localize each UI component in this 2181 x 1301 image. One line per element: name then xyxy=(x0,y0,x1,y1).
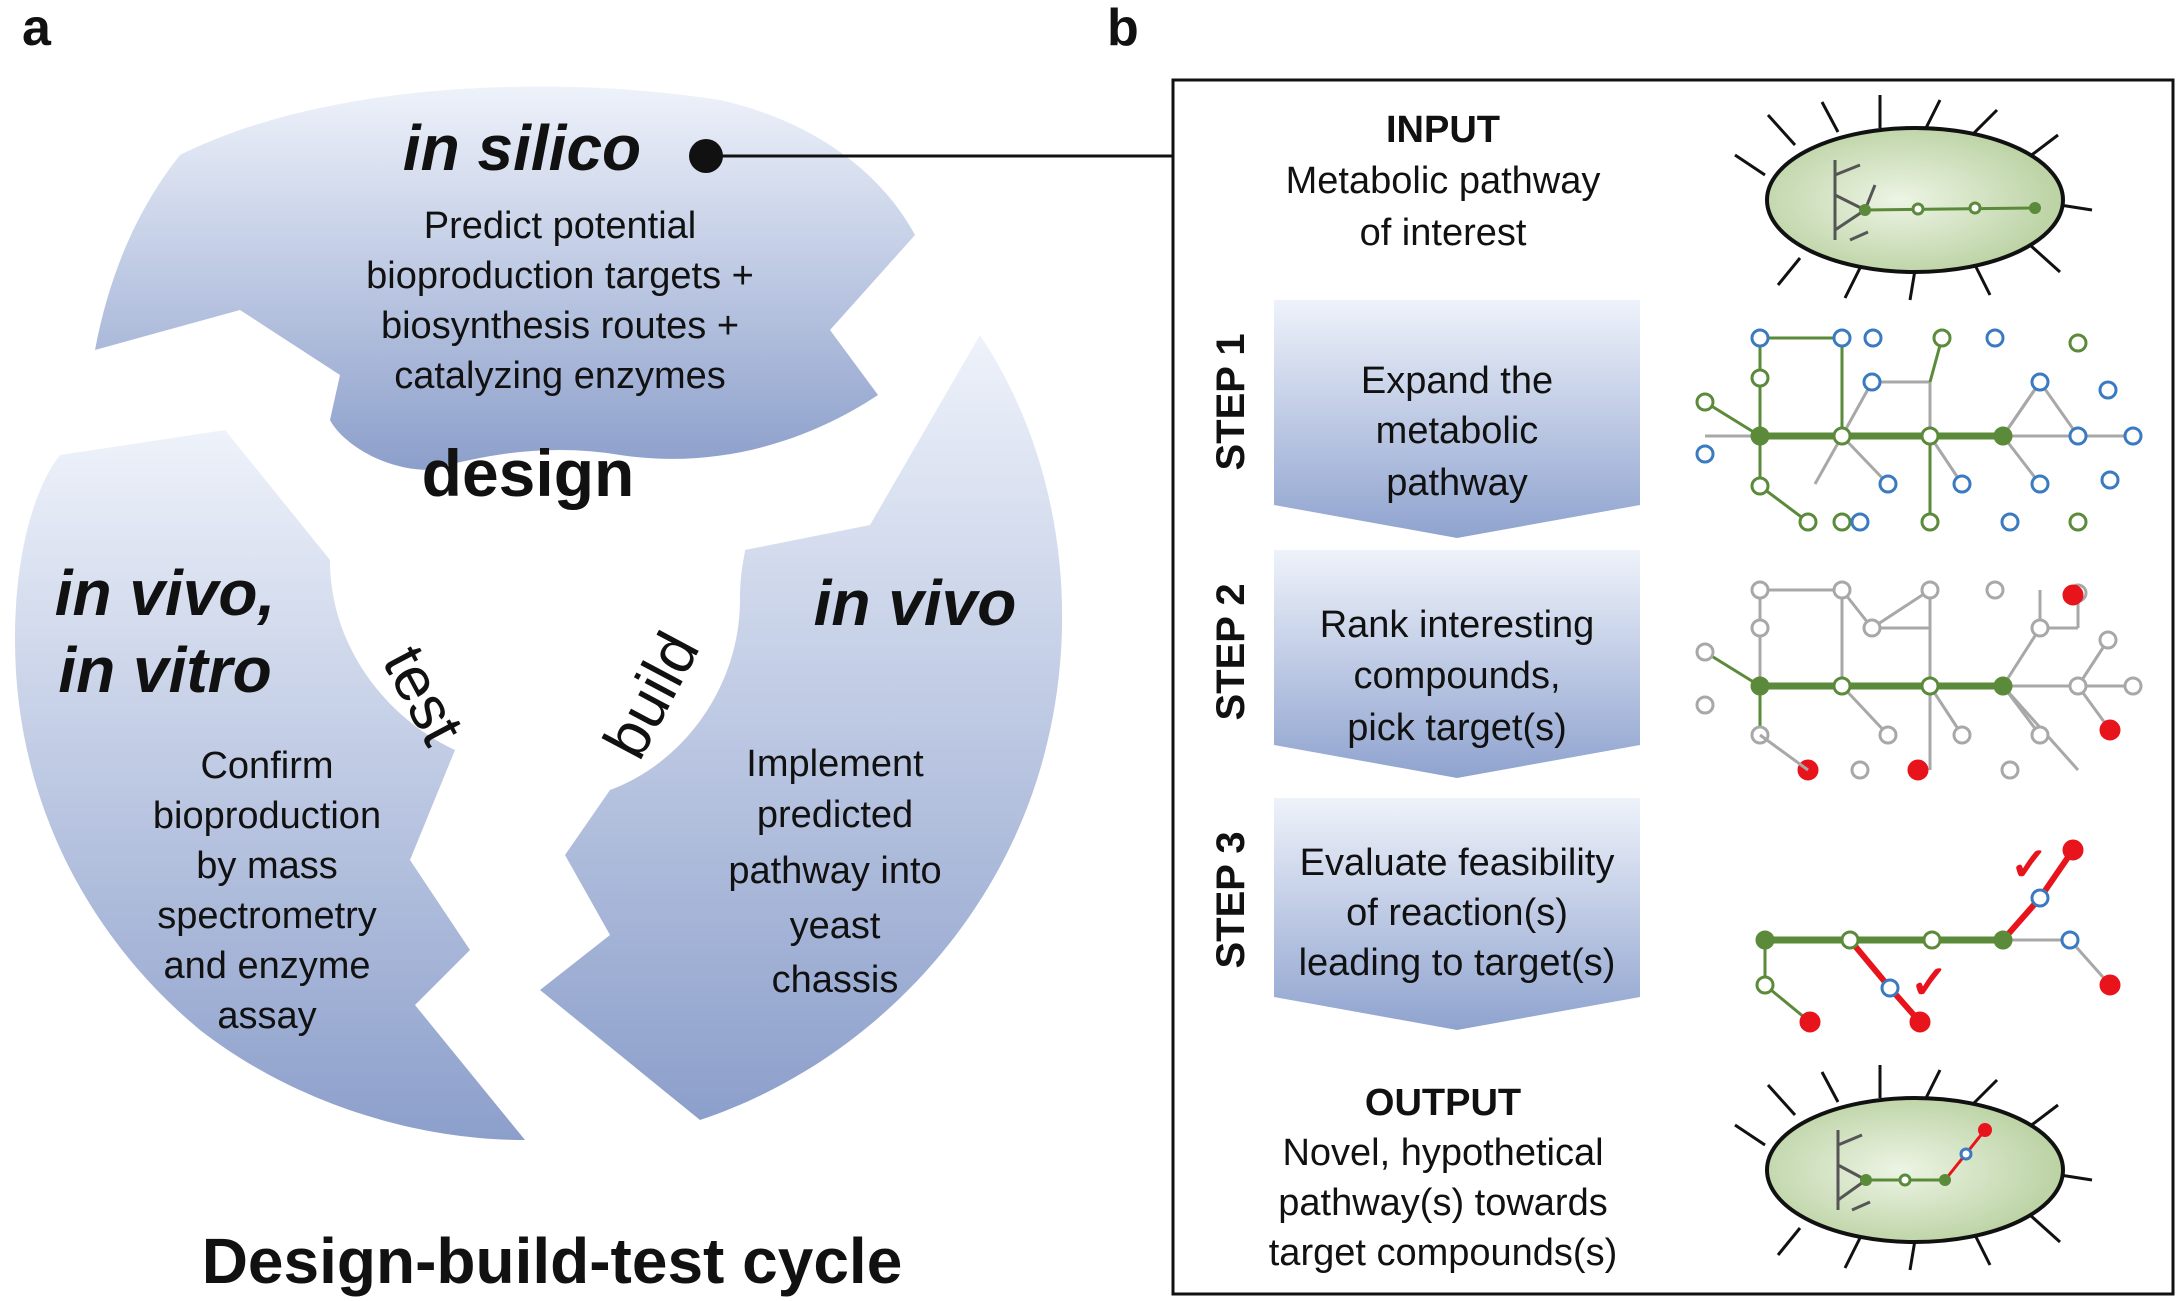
test-text-line-4: spectrometry xyxy=(157,895,377,937)
checkmark-icon: ✓ xyxy=(2010,838,2049,890)
design-text-line-1: Predict potential xyxy=(424,205,697,247)
build-segment xyxy=(540,335,1063,1120)
design-segment xyxy=(95,86,915,471)
design-phase-label: design xyxy=(422,436,635,510)
test-text-line-5: and enzyme xyxy=(163,945,370,987)
test-text-line-1: Confirm xyxy=(200,745,333,787)
step-2-network xyxy=(1695,580,2143,781)
input-line-1: Metabolic pathway xyxy=(1286,160,1601,202)
output-line-2: pathway(s) towards xyxy=(1278,1182,1607,1224)
output-line-1: Novel, hypothetical xyxy=(1282,1132,1603,1174)
output-line-3: target compounds(s) xyxy=(1269,1232,1618,1274)
step-2-line-2: compounds, xyxy=(1353,655,1560,697)
build-text-line-5: chassis xyxy=(772,959,899,1001)
step-3-line-2: of reaction(s) xyxy=(1346,892,1568,934)
design-text-line-3: biosynthesis routes + xyxy=(381,305,739,347)
checkmark-icon: ✓ xyxy=(1910,956,1949,1008)
build-text-line-2: predicted xyxy=(757,794,913,836)
step-1-line-3: pathway xyxy=(1386,462,1528,504)
design-text-line-4: catalyzing enzymes xyxy=(394,355,726,397)
design-build-test-cycle-diagram xyxy=(15,86,1063,1140)
test-text-line-2: bioproduction xyxy=(153,795,381,837)
step-1-network xyxy=(1695,328,2143,532)
build-text-line-3: pathway into xyxy=(728,850,941,892)
test-segment xyxy=(15,430,525,1140)
step-3-arrow xyxy=(1274,798,1640,1030)
output-cell-illustration xyxy=(1734,1065,2093,1271)
build-text-line-4: yeast xyxy=(790,905,881,947)
step-2-line-1: Rank interesting xyxy=(1320,604,1595,646)
step-2-line-3: pick target(s) xyxy=(1347,707,1567,749)
in-vivo-in-vitro-heading-2: in vitro xyxy=(58,634,271,706)
cycle-title: Design-build-test cycle xyxy=(202,1225,903,1297)
input-cell-illustration xyxy=(1734,95,2093,301)
step-1-line-1: Expand the xyxy=(1361,360,1553,402)
step-3-line-3: leading to target(s) xyxy=(1299,942,1616,984)
test-text-line-6: assay xyxy=(217,995,316,1037)
input-heading: INPUT xyxy=(1386,109,1500,151)
panel-a-letter: a xyxy=(22,0,52,57)
design-text-line-2: bioproduction targets + xyxy=(366,255,754,297)
step-1-label: STEP 1 xyxy=(1209,333,1253,470)
step-2-label: STEP 2 xyxy=(1209,583,1253,720)
build-text-line-1: Implement xyxy=(746,743,924,785)
output-heading: OUTPUT xyxy=(1365,1082,1521,1124)
in-silico-heading: in silico xyxy=(403,112,641,184)
step-1-arrow xyxy=(1274,300,1640,538)
panel-b-letter: b xyxy=(1107,0,1139,57)
test-text-line-3: by mass xyxy=(196,845,337,887)
in-vivo-in-vitro-heading-1: in vivo, xyxy=(55,557,276,629)
step-3-label: STEP 3 xyxy=(1209,831,1253,968)
step-3-line-1: Evaluate feasibility xyxy=(1300,842,1615,884)
step-2-arrow xyxy=(1274,550,1640,778)
input-line-2: of interest xyxy=(1360,212,1527,254)
step-1-line-2: metabolic xyxy=(1376,410,1539,452)
step-3-network xyxy=(1755,839,2121,1033)
in-vivo-heading: in vivo xyxy=(814,567,1017,639)
panel-b-frame xyxy=(1171,78,2175,1296)
